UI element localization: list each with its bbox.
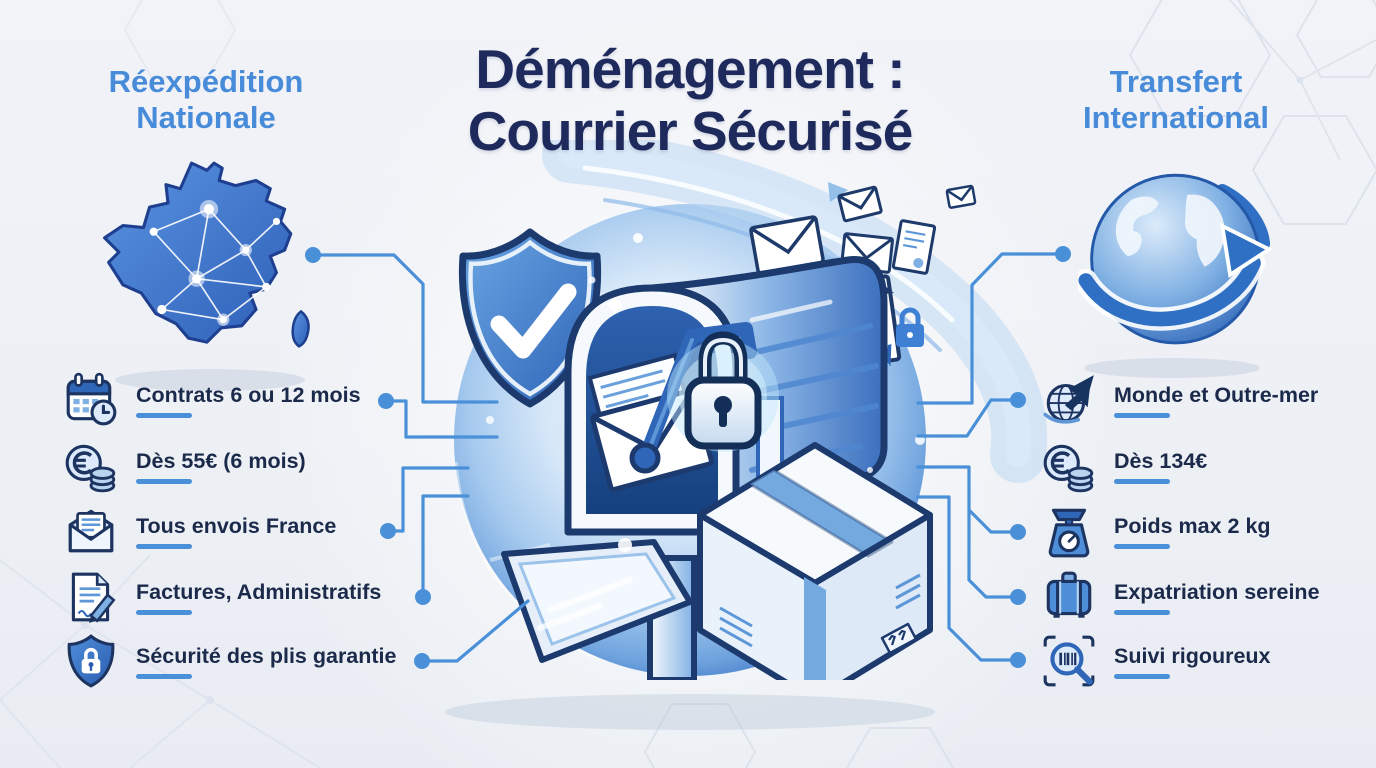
page-title-line1: Déménagement : <box>475 38 905 100</box>
underline <box>136 543 192 549</box>
item-label: Tous envois France <box>136 513 337 538</box>
left-section-heading: Réexpédition Nationale <box>108 64 304 135</box>
underline <box>1114 609 1170 615</box>
connector-suivi <box>916 495 1020 662</box>
item-label: Factures, Administratifs <box>136 579 382 604</box>
connector-map <box>311 253 499 404</box>
shield-padlock-icon <box>67 634 115 688</box>
weighing-scale-icon <box>1048 508 1090 558</box>
connector-monde <box>916 398 1020 438</box>
list-item: Dès 55€ (6 mois) <box>62 437 306 495</box>
list-item: Expatriation sereine <box>1040 568 1320 626</box>
france-network-map <box>103 161 310 348</box>
globe-shadow <box>1084 358 1260 378</box>
list-item: Contrats 6 ou 12 mois <box>62 371 361 429</box>
this-side-up-mark <box>880 622 918 655</box>
corsica <box>291 309 310 348</box>
fragile-lines <box>719 573 921 648</box>
connector-securite <box>420 599 530 663</box>
item-label: Expatriation sereine <box>1114 579 1320 604</box>
network-nodes <box>149 199 281 326</box>
item-label: Contrats 6 ou 12 mois <box>136 382 361 407</box>
item-label: Monde et Outre-mer <box>1114 382 1319 407</box>
underline <box>1114 412 1170 418</box>
underline <box>1114 478 1170 484</box>
connector-dots <box>305 246 1071 669</box>
underline <box>1114 543 1170 549</box>
item-label: Dès 134€ <box>1114 448 1208 473</box>
connector-contrats <box>384 399 499 439</box>
underline <box>136 673 192 679</box>
suitcase-icon <box>1046 571 1092 618</box>
euro-coins-icon <box>65 444 116 493</box>
barcode-scan-icon <box>1043 635 1095 687</box>
network-lines <box>153 208 278 321</box>
item-label: Dès 55€ (6 mois) <box>136 448 306 473</box>
security-padlock <box>667 331 779 452</box>
connector-tous-envois <box>386 466 470 533</box>
open-door <box>501 539 693 663</box>
map-shadow <box>115 369 305 391</box>
underline <box>136 609 192 615</box>
check-icon <box>490 283 577 359</box>
page-title-line2: Courrier Sécurisé <box>467 100 914 162</box>
list-item: Poids max 2 kg <box>1040 502 1271 560</box>
underline <box>136 412 192 418</box>
page-title: Déménagement : Courrier Sécurisé <box>380 38 1000 162</box>
underline <box>1114 673 1170 679</box>
right-section-heading: Transfert International <box>1082 64 1269 135</box>
connector-factures <box>421 494 470 599</box>
item-label: Suivi rigoureux <box>1114 643 1271 668</box>
mesh-nodes <box>81 76 1304 704</box>
list-item: Dès 134€ <box>1040 437 1207 495</box>
list-item: Factures, Administratifs <box>62 568 381 626</box>
list-item: Sécurité des plis garantie <box>62 632 397 690</box>
underline <box>136 478 192 484</box>
flying-envelopes <box>749 184 977 275</box>
parcel-box <box>697 442 933 680</box>
shield-check <box>458 228 602 408</box>
document-pen-icon <box>71 572 116 623</box>
item-label: Sécurité des plis garantie <box>136 643 397 668</box>
list-item: Monde et Outre-mer <box>1040 371 1318 429</box>
arrow-head <box>1219 222 1273 278</box>
globe-arrow <box>1078 173 1273 345</box>
connector-expatriation <box>967 508 1020 599</box>
hexagon-pattern <box>123 0 1376 768</box>
connector-globe <box>916 252 1065 405</box>
list-item: Suivi rigoureux <box>1040 632 1271 690</box>
globe-plane-icon <box>1043 375 1094 424</box>
center-shadow <box>445 694 935 730</box>
calendar-clock-icon <box>66 372 117 426</box>
open-envelope-icon <box>68 509 114 553</box>
list-item: Tous envois France <box>62 502 336 560</box>
body-streaks <box>749 323 879 473</box>
padlock-glyph <box>896 307 924 347</box>
center-illustration <box>454 140 1048 680</box>
item-label: Poids max 2 kg <box>1114 513 1271 538</box>
euro-coins-icon <box>1043 444 1094 493</box>
